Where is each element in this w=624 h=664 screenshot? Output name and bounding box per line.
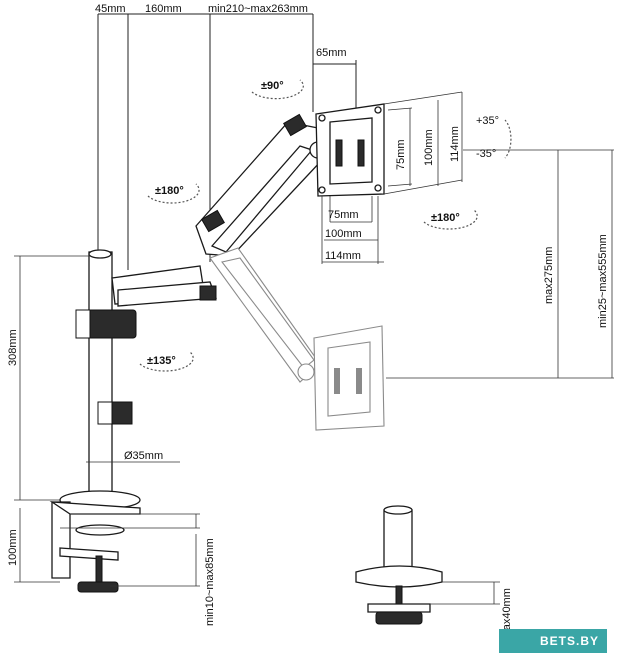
rotation-135-label: ±135° [147,355,176,367]
dim-100mm-clamp: 100mm [7,529,19,566]
dim-308mm: 308mm [7,329,19,366]
dim-160mm: 160mm [145,3,182,15]
rotation-180-right-label: ±180° [431,212,460,224]
height-dims-left [14,255,90,583]
vesa-v-114mm: 114mm [449,126,461,162]
grommet-clamp-right [355,505,500,625]
rotation-90-label: ±90° [261,80,284,92]
rotate-180-badge-left: ±180° [147,183,200,204]
rotation-180-left-label: ±180° [155,185,184,197]
upper-arm [195,113,327,257]
vesa-h-100mm: 100mm [325,228,362,240]
dim-min210-max263mm: min210~max263mm [208,3,308,15]
vesa-v-100mm: 100mm [423,129,435,166]
vesa-h-114mm: 114mm [325,250,361,262]
vesa-v-75mm: 75mm [395,139,407,170]
vesa-plate-upper [315,103,385,197]
vesa-vertical-dims [383,91,463,195]
vesa-horizontal-dims [321,196,384,264]
vesa-h-75mm: 75mm [328,209,359,221]
height-dims-right [386,150,614,379]
lower-arm [75,265,217,339]
dim-diameter-35mm: Ø35mm [124,450,163,462]
dim-45mm: 45mm [95,3,126,15]
dim-65mm: 65mm [316,47,347,59]
tilt-plus-35: +35° [476,115,499,127]
rotate-180-badge-right: ±180° [423,209,478,230]
dim-min25-max555mm: min25~max555mm [597,234,609,328]
rotate-90-badge: ±90° [251,79,304,100]
dim-max275mm: max275mm [543,247,555,304]
desk-clamp-left [49,490,200,593]
top-dimension-lines [97,13,357,270]
watermark-logo: BETS.BY [499,629,607,653]
tilt-indicator: +35° -35° [463,115,614,160]
rotate-135-badge: ±135° [139,351,194,372]
lowered-arm-ghost [209,247,385,431]
tilt-minus-35: -35° [476,148,496,160]
dim-clamp-min10-max85mm: min10~max85mm [204,538,216,626]
